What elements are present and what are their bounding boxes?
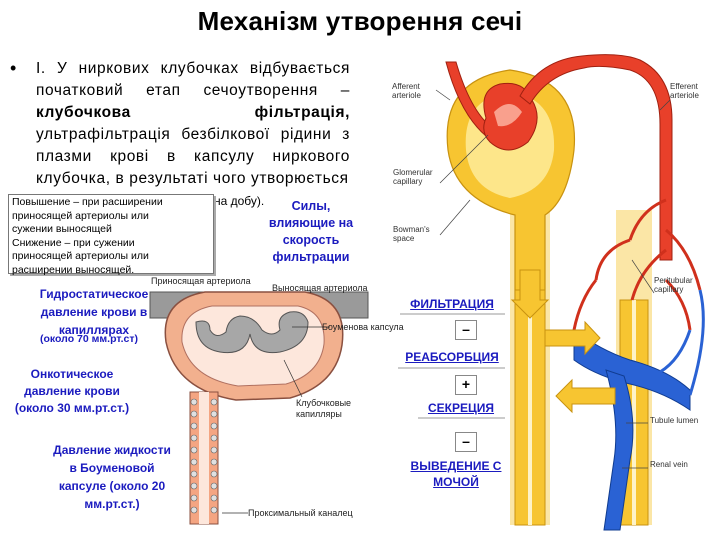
intro-prefix: І. У ниркових клубочках відбувається поч… — [36, 60, 350, 99]
intro-paragraph: І. У ниркових клубочках відбувається поч… — [36, 58, 350, 190]
tooltip-line: сужении выносящей — [12, 223, 112, 235]
sign-secretion: – — [455, 432, 477, 452]
label-peritubular-en: Peritubular capillary — [654, 276, 693, 294]
label-efferent-en: Efferent arteriole — [670, 82, 699, 100]
glomerulus-illustration — [149, 291, 369, 525]
label-afferent-ru: Приносящая артериола — [151, 276, 251, 286]
label-efferent-ru: Выносящая артериола — [272, 283, 368, 293]
page-title: Механізм утворення сечі — [197, 6, 523, 36]
tooltip-line: Снижение – при сужении — [12, 236, 135, 249]
step-reabsorption: РЕАБСОРБЦИЯ — [405, 350, 499, 364]
forces-heading: Силы, влияющие на скорость фильтрации — [268, 199, 354, 264]
label-capillaries-ru: Клубочковые капилляры — [296, 398, 352, 419]
capsule-fluid-pressure-label: Давление жидкости в Боуменовой капсуле (… — [53, 443, 171, 511]
step-secretion: СЕКРЕЦИЯ — [427, 401, 495, 415]
tooltip-line: приносящей артериолы или — [12, 250, 149, 262]
step-filtration: ФИЛЬТРАЦИЯ — [410, 297, 494, 311]
regulation-tooltip: Повышение – при расширении приносящей ар… — [8, 194, 214, 276]
nephron-illustration — [435, 54, 705, 531]
tooltip-line: Повышение – при расширении — [12, 196, 163, 208]
tooltip-line: расширении выносящей. — [12, 263, 135, 276]
sign-reabsorption: + — [455, 375, 477, 395]
oncotic-pressure-label: Онкотическое давление крови (около 30 мм… — [14, 367, 130, 415]
label-glomerular-en: Glomerular capillary — [393, 168, 433, 186]
label-vein-en: Renal vein — [650, 460, 688, 469]
label-bowman-ru: Боуменова капсула — [322, 322, 404, 332]
intro-tail: на добу). — [214, 194, 265, 208]
tooltip-line: приносящей артериолы или — [12, 209, 149, 222]
label-lumen-en: Tubule lumen — [650, 416, 699, 425]
step-excretion: ВЫВЕДЕНИЕ С МОЧОЙ — [410, 459, 502, 489]
label-proximal-ru: Проксимальный каналец — [248, 508, 353, 518]
hydrostatic-pressure-value: (около 70 мм.рт.ст) — [40, 333, 138, 345]
label-afferent-en: Afferent arteriole — [392, 82, 421, 100]
label-bowman-en: Bowman's space — [393, 225, 430, 243]
intro-rest: ультрафільтрація безбілкової рідини з пл… — [36, 126, 350, 187]
intro-bold: клубочкова фільтрація, — [36, 104, 350, 121]
sign-filtration: – — [455, 320, 477, 340]
hydrostatic-pressure-label: Гидростатическое давление крови в капилл… — [39, 287, 149, 337]
bullet: • — [10, 58, 17, 78]
